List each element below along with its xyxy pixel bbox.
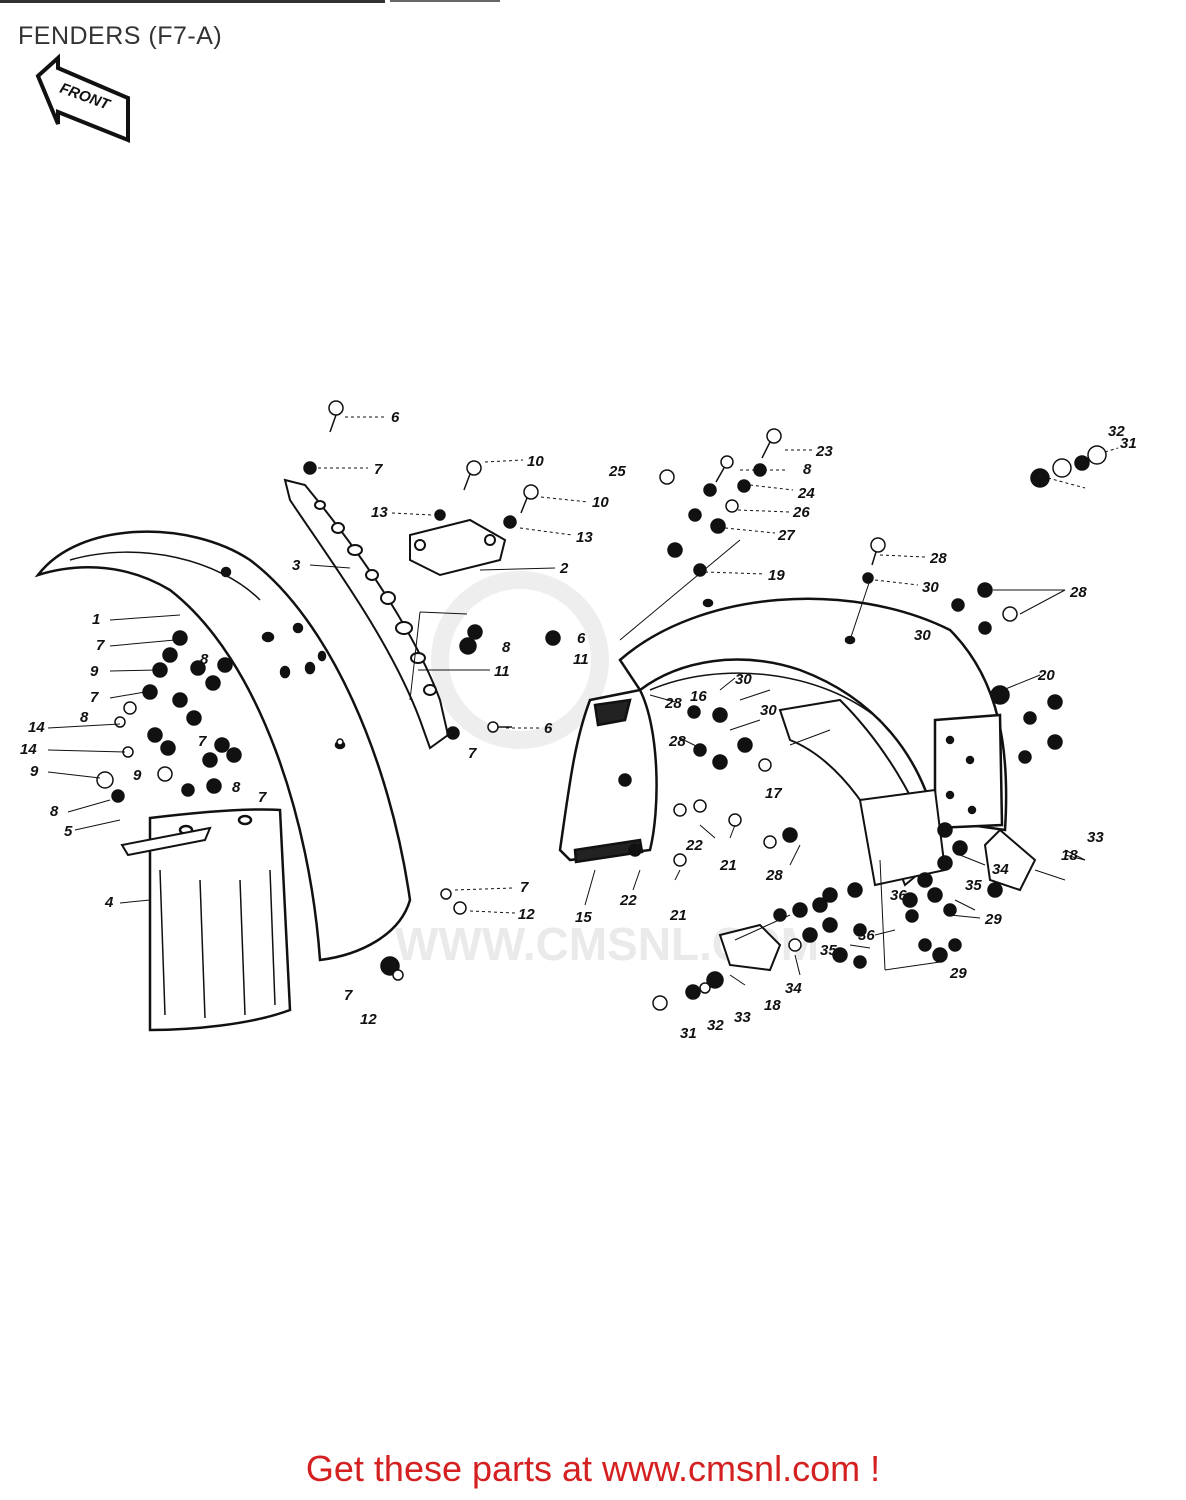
handle-bracket bbox=[409, 518, 507, 577]
callout-28d: 28 bbox=[668, 733, 686, 750]
callout-1: 1 bbox=[92, 611, 100, 628]
callout-19: 19 bbox=[768, 567, 785, 584]
callout-20: 20 bbox=[1037, 667, 1055, 684]
callout-14: 14 bbox=[28, 719, 45, 736]
callout-28e: 28 bbox=[765, 867, 783, 884]
callout-8: 8 bbox=[200, 651, 209, 668]
callout-3: 3 bbox=[292, 557, 301, 574]
callout-36b: 36 bbox=[858, 927, 875, 944]
callout-28: 28 bbox=[929, 550, 947, 567]
mud-flap-bracket bbox=[120, 826, 212, 857]
callout-35b: 35 bbox=[820, 942, 837, 959]
callout-25: 25 bbox=[608, 463, 626, 480]
leader-lines bbox=[47, 416, 1119, 986]
callout-15: 15 bbox=[575, 909, 592, 926]
callout-26: 26 bbox=[792, 504, 810, 521]
rear-bracket-lower bbox=[718, 923, 782, 972]
callout-7h: 7 bbox=[344, 987, 353, 1004]
hardware-parts bbox=[96, 400, 1107, 1011]
callout-4: 4 bbox=[104, 894, 114, 911]
callout-13: 13 bbox=[371, 504, 388, 521]
callout-17: 17 bbox=[765, 785, 782, 802]
callout-11: 11 bbox=[494, 663, 510, 680]
fender-stay bbox=[283, 478, 450, 750]
chain-guard bbox=[558, 688, 658, 864]
callout-9: 9 bbox=[90, 663, 99, 680]
callout-5: 5 bbox=[64, 823, 73, 840]
callout-24: 24 bbox=[797, 485, 815, 502]
callout-21: 21 bbox=[719, 857, 737, 874]
callout-30c: 30 bbox=[735, 671, 752, 688]
callout-35: 35 bbox=[965, 877, 982, 894]
callout-8c: 8 bbox=[232, 779, 241, 796]
callout-36: 36 bbox=[890, 887, 907, 904]
callout-6c: 6 bbox=[544, 720, 553, 737]
callout-7d: 7 bbox=[198, 733, 207, 750]
callout-9b: 9 bbox=[30, 763, 39, 780]
callout-22: 22 bbox=[685, 837, 703, 854]
callout-30d: 30 bbox=[760, 702, 777, 719]
callout-8f: 8 bbox=[803, 461, 812, 478]
callout-6: 6 bbox=[391, 409, 400, 426]
callout-9c: 9 bbox=[133, 767, 142, 784]
callout-8d: 8 bbox=[50, 803, 59, 820]
callout-labels: 1 2 3 4 5 6 6 6 7 7 7 7 7 7 7 7 8 8 8 8 … bbox=[20, 409, 1137, 1042]
inner-fender bbox=[778, 698, 947, 887]
callout-33b: 33 bbox=[734, 1009, 751, 1026]
callout-28c: 28 bbox=[664, 695, 682, 712]
rear-fender bbox=[618, 597, 1008, 832]
callout-11b: 11 bbox=[573, 651, 589, 668]
footer-link-text[interactable]: Get these parts at www.cmsnl.com ! bbox=[305, 1448, 881, 1489]
callout-32b: 32 bbox=[707, 1017, 724, 1034]
page-title: FENDERS (F7-A) bbox=[18, 22, 223, 50]
callout-31: 31 bbox=[1120, 435, 1137, 452]
callout-8e: 8 bbox=[502, 639, 511, 656]
callout-34b: 34 bbox=[785, 980, 802, 997]
callout-16: 16 bbox=[690, 688, 707, 705]
callout-29b: 29 bbox=[949, 965, 967, 982]
callout-29: 29 bbox=[984, 911, 1002, 928]
callout-22b: 22 bbox=[619, 892, 637, 909]
top-rule bbox=[0, 0, 385, 3]
callout-28b: 28 bbox=[1069, 584, 1087, 601]
front-arrow-badge: FRONT bbox=[35, 53, 130, 143]
callout-14b: 14 bbox=[20, 741, 37, 758]
rear-bracket bbox=[983, 828, 1037, 892]
callout-7f: 7 bbox=[468, 745, 477, 762]
callout-30b: 30 bbox=[914, 627, 931, 644]
callout-10b: 10 bbox=[592, 494, 609, 511]
callout-6b: 6 bbox=[577, 630, 586, 647]
callout-10: 10 bbox=[527, 453, 544, 470]
callout-18b: 18 bbox=[764, 997, 781, 1014]
callout-7e: 7 bbox=[258, 789, 267, 806]
callout-21b: 21 bbox=[669, 907, 687, 924]
callout-18: 18 bbox=[1061, 847, 1078, 864]
callout-7g: 7 bbox=[520, 879, 529, 896]
top-rule-secondary bbox=[390, 0, 500, 2]
mud-flap bbox=[148, 808, 292, 1032]
footer-link[interactable]: Get these parts at www.cmsnl.com ! bbox=[0, 1448, 1186, 1490]
callout-12: 12 bbox=[518, 906, 535, 923]
callout-23: 23 bbox=[815, 443, 833, 460]
callout-8b: 8 bbox=[80, 709, 89, 726]
callout-33: 33 bbox=[1087, 829, 1104, 846]
callout-13b: 13 bbox=[576, 529, 593, 546]
callout-2: 2 bbox=[559, 560, 569, 577]
callout-31b: 31 bbox=[680, 1025, 697, 1042]
front-fender bbox=[34, 530, 412, 962]
callout-34: 34 bbox=[992, 861, 1009, 878]
callout-7: 7 bbox=[374, 461, 383, 478]
callout-7b: 7 bbox=[96, 637, 105, 654]
callout-27: 27 bbox=[777, 527, 795, 544]
callout-30: 30 bbox=[922, 579, 939, 596]
callout-32: 32 bbox=[1108, 423, 1125, 440]
callout-12b: 12 bbox=[360, 1011, 377, 1028]
callout-7c: 7 bbox=[90, 689, 99, 706]
